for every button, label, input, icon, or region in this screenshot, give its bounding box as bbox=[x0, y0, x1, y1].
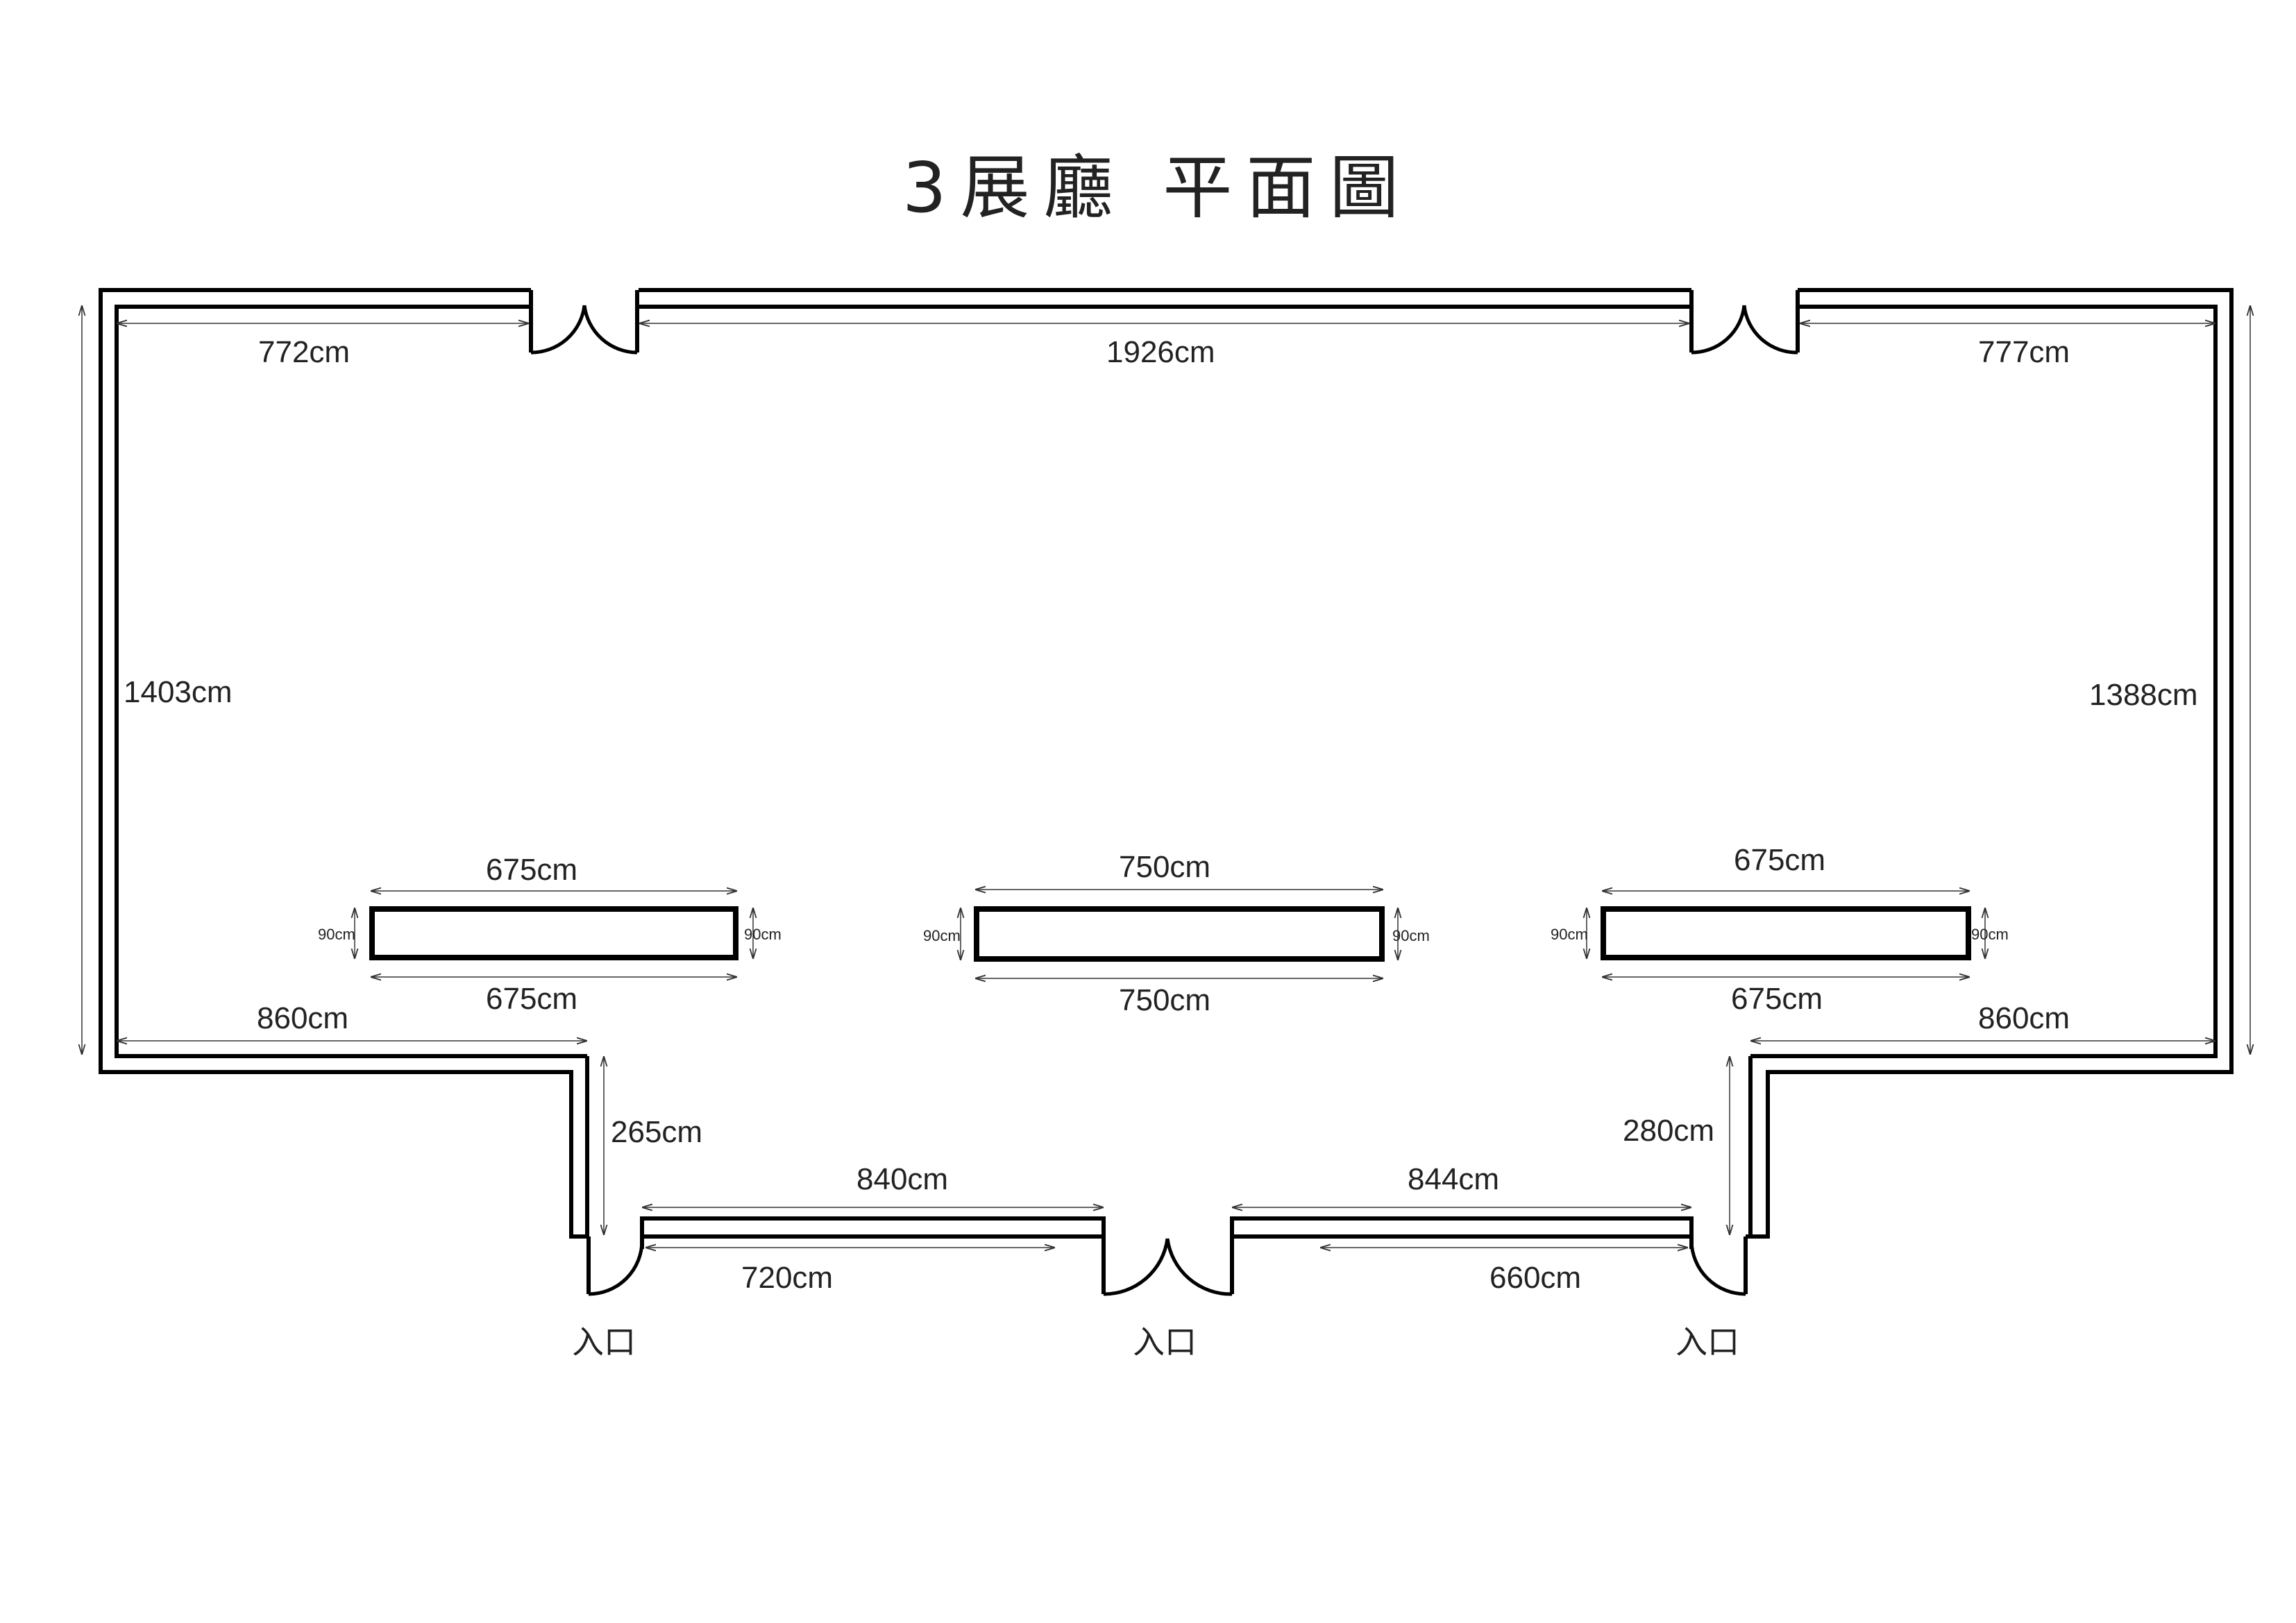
panel-top-label: 675cm bbox=[486, 853, 577, 887]
panel-left-label: 90cm bbox=[923, 927, 961, 944]
panel-left-label: 90cm bbox=[1551, 926, 1588, 943]
dim-front-right-inner: 660cm bbox=[1489, 1261, 1581, 1295]
panel-right-label: 90cm bbox=[744, 926, 782, 943]
doors bbox=[530, 305, 1798, 1296]
dim-left-height: 1403cm bbox=[124, 675, 233, 709]
dim-top-middle: 1926cm bbox=[1106, 335, 1215, 369]
door-arc-icon bbox=[1691, 305, 1746, 355]
panel-bottom-label: 675cm bbox=[1731, 982, 1823, 1016]
entrance-label-left: 入口 bbox=[572, 1323, 636, 1361]
door-arc-icon bbox=[1689, 1240, 1746, 1296]
door-arc-icon bbox=[588, 1240, 644, 1296]
door-arc-icon bbox=[1742, 305, 1798, 355]
door-arc-icon bbox=[530, 305, 586, 355]
dim-left-step: 265cm bbox=[611, 1115, 702, 1149]
display-panel: 750cm 750cm 90cm 90cm bbox=[923, 850, 1430, 1017]
dimension-labels: 772cm 1926cm 777cm 1403cm 1388cm 860cm 8… bbox=[124, 335, 2198, 1295]
entrance-labels: 入口 入口 入口 bbox=[572, 1323, 1739, 1361]
walls bbox=[99, 288, 2234, 1294]
door-arc-icon bbox=[582, 305, 638, 355]
door-arc-icon bbox=[1165, 1238, 1233, 1296]
dim-bottom-left: 860cm bbox=[257, 1001, 348, 1035]
display-panel: 675cm 675cm 90cm 90cm bbox=[318, 853, 782, 1016]
dim-right-step: 280cm bbox=[1623, 1114, 1714, 1148]
door-arc-icon bbox=[1103, 1238, 1170, 1296]
panel-top-label: 675cm bbox=[1734, 843, 1825, 877]
dim-top-left: 772cm bbox=[258, 335, 350, 369]
dim-right-height: 1388cm bbox=[2089, 678, 2198, 712]
entrance-label-center: 入口 bbox=[1133, 1323, 1197, 1361]
dim-bottom-right: 860cm bbox=[1978, 1001, 2070, 1035]
dim-front-right-outer: 844cm bbox=[1408, 1162, 1499, 1196]
panel-bottom-label: 675cm bbox=[486, 982, 577, 1016]
entrance-label-right: 入口 bbox=[1675, 1323, 1739, 1361]
panel-right-label: 90cm bbox=[1392, 927, 1430, 944]
dimension-lines bbox=[82, 305, 2250, 1248]
panel-left-label: 90cm bbox=[318, 926, 355, 943]
dim-front-left-inner: 720cm bbox=[741, 1261, 833, 1295]
dim-front-left-outer: 840cm bbox=[856, 1162, 948, 1196]
display-panel: 675cm 675cm 90cm 90cm bbox=[1551, 843, 2009, 1016]
panel-right-label: 90cm bbox=[1971, 926, 2009, 943]
dim-top-right: 777cm bbox=[1978, 335, 2070, 369]
panel-bottom-label: 750cm bbox=[1119, 983, 1210, 1017]
panel-top-label: 750cm bbox=[1119, 850, 1210, 884]
plan-title: 3展廳 平面圖 bbox=[902, 147, 1412, 228]
